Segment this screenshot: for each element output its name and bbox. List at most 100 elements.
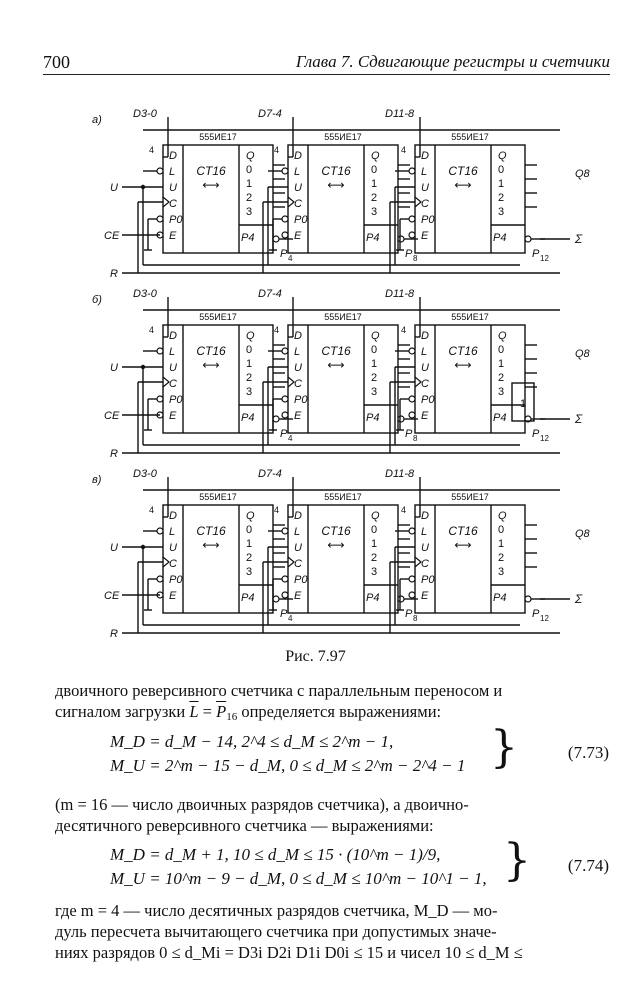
pin-label-0: 0 [498,524,504,536]
pin-label-P0: P0 [421,574,435,586]
pin-label-3: 3 [246,386,252,398]
sigma-output-label: Σ [574,232,583,246]
pin-label-U: U [294,362,302,374]
paragraph-2: (m = 16 — число двоичных разрядов счетчи… [55,794,615,836]
pin-label-Q: Q [371,510,380,522]
pin-label-2: 2 [371,552,377,564]
pin-label-Q: Q [246,510,255,522]
chip-body [287,144,399,254]
pin-label-U: U [421,182,429,194]
pin-label-Q: Q [498,510,507,522]
para3-line1: где m = 4 — число десятичных разрядов сч… [55,901,498,920]
pin-label-D: D [169,510,177,522]
pin-label-C: C [294,558,302,570]
eq73-line2: M_U = 2^m − 15 − d_M, 0 ≤ d_M ≤ 2^m − 2^… [110,756,466,775]
paragraph-3: где m = 4 — число десятичных разрядов сч… [55,900,615,963]
clock-triangle [287,376,295,388]
clock-triangle [287,196,295,208]
para3-line3: ниях разрядов 0 ≤ d_Mi = D3i D2i D1i D0i… [55,943,523,962]
text: определяется выражениями: [237,702,442,721]
sigma-output-label: Σ [574,412,583,426]
carry-bubble [397,235,405,243]
chip-body [287,504,399,614]
carry-subscript: 4 [288,254,293,263]
pin-label-3: 3 [498,206,504,218]
p0-bubble [281,215,289,223]
eq74-line2: M_U = 10^m − 9 − d_M, 0 ≤ d_M ≤ 10^m − 1… [110,869,487,888]
enable-bubble [281,591,289,599]
pin-label-L: L [169,346,175,358]
carry-label: P [280,428,288,440]
data-input-label: D11-8 [385,108,415,120]
signal-R: R [110,628,118,640]
pin-label-Q: Q [371,150,380,162]
data-input-label: D7-4 [258,468,282,480]
pin-label-P4: P4 [366,412,379,424]
chip-part-number: 555ИЕ17 [451,312,489,322]
clock-triangle [414,196,422,208]
data-input-label: D7-4 [258,288,282,300]
pin-label-Q: Q [498,150,507,162]
pin-label-3: 3 [246,566,252,578]
bidirectional-arrow: ⟷ [454,178,471,192]
figure-caption: Рис. 7.97 [285,648,346,665]
pin-label-D: D [421,150,429,162]
signal-R: R [110,268,118,280]
data-input-label: D3-0 [133,468,158,480]
signal-U: U [110,362,118,374]
chip-function: CT16 [196,524,226,538]
pin-label-E: E [421,230,429,242]
pin-label-C: C [421,558,429,570]
pin-label-0: 0 [498,344,504,356]
pin-label-P4: P4 [366,232,379,244]
text: сигналом загрузки [55,702,190,721]
pin-label-2: 2 [498,372,504,384]
pin-label-0: 0 [246,164,252,176]
pin-label-P0: P0 [421,394,435,406]
pin-label-U: U [421,362,429,374]
bus-width: 4 [401,145,406,155]
pin-label-0: 0 [246,344,252,356]
running-header: 700 Глава 7. Сдвигающие регистры и счетч… [43,52,610,75]
pin-label-E: E [169,590,177,602]
pin-label-P0: P0 [294,394,308,406]
p-subscript: 16 [226,711,238,723]
bus-width: 4 [149,505,154,515]
pin-label-0: 0 [371,164,377,176]
pin-label-C: C [294,198,302,210]
chip-function: CT16 [196,164,226,178]
data-input-label: D3-0 [133,288,158,300]
carry-bubble [272,595,280,603]
bus-width: 4 [149,145,154,155]
bus-width: 4 [274,325,279,335]
carry-label: P [280,248,288,260]
pin-label-P0: P0 [169,394,183,406]
panel-label: б) [92,294,102,306]
junction-dot [140,184,146,190]
chip-function: CT16 [321,164,351,178]
pin-label-U: U [294,542,302,554]
pin-label-E: E [169,230,177,242]
pin-label-P0: P0 [169,574,183,586]
pin-label-P4: P4 [241,592,254,604]
para1-line2: сигналом загрузки L = P16 определяется в… [55,701,615,728]
carry-label: P [280,608,288,620]
pin-label-D: D [169,150,177,162]
pin-label-1: 1 [498,358,504,370]
carry-bubble [397,595,405,603]
bus-width: 4 [149,325,154,335]
p-symbol: P [216,702,227,721]
pin-label-U: U [169,182,177,194]
pin-label-E: E [294,590,302,602]
pin-label-3: 3 [246,206,252,218]
load-bubble [156,167,164,175]
clock-triangle [414,556,422,568]
pin-label-1: 1 [498,178,504,190]
carry-bubble [524,235,532,243]
